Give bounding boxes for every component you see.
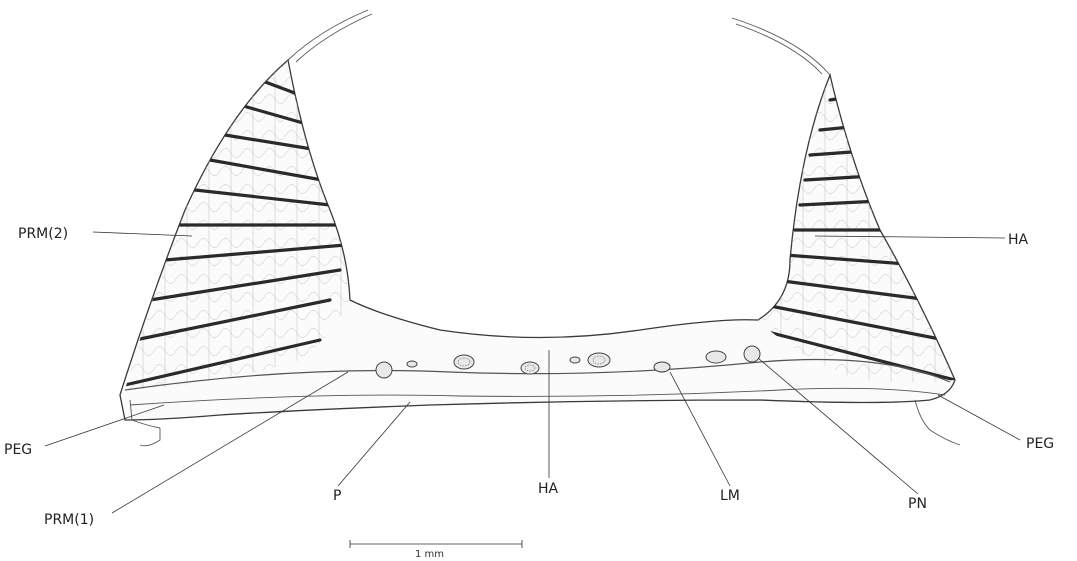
label-prm1: PRM(1) [44, 512, 94, 528]
label-prm2: PRM(2) [18, 226, 68, 242]
scale-bar: 1 mm [350, 540, 522, 560]
label-peg-right: PEG [1026, 436, 1054, 452]
label-peg-left: PEG [4, 442, 32, 458]
scale-bar-label: 1 mm [415, 549, 444, 560]
label-pn: PN [908, 496, 927, 512]
label-ha-right: HA [1008, 232, 1029, 248]
label-lm: LM [720, 488, 740, 504]
label-p: P [333, 488, 341, 504]
label-ha-center: HA [538, 481, 559, 497]
